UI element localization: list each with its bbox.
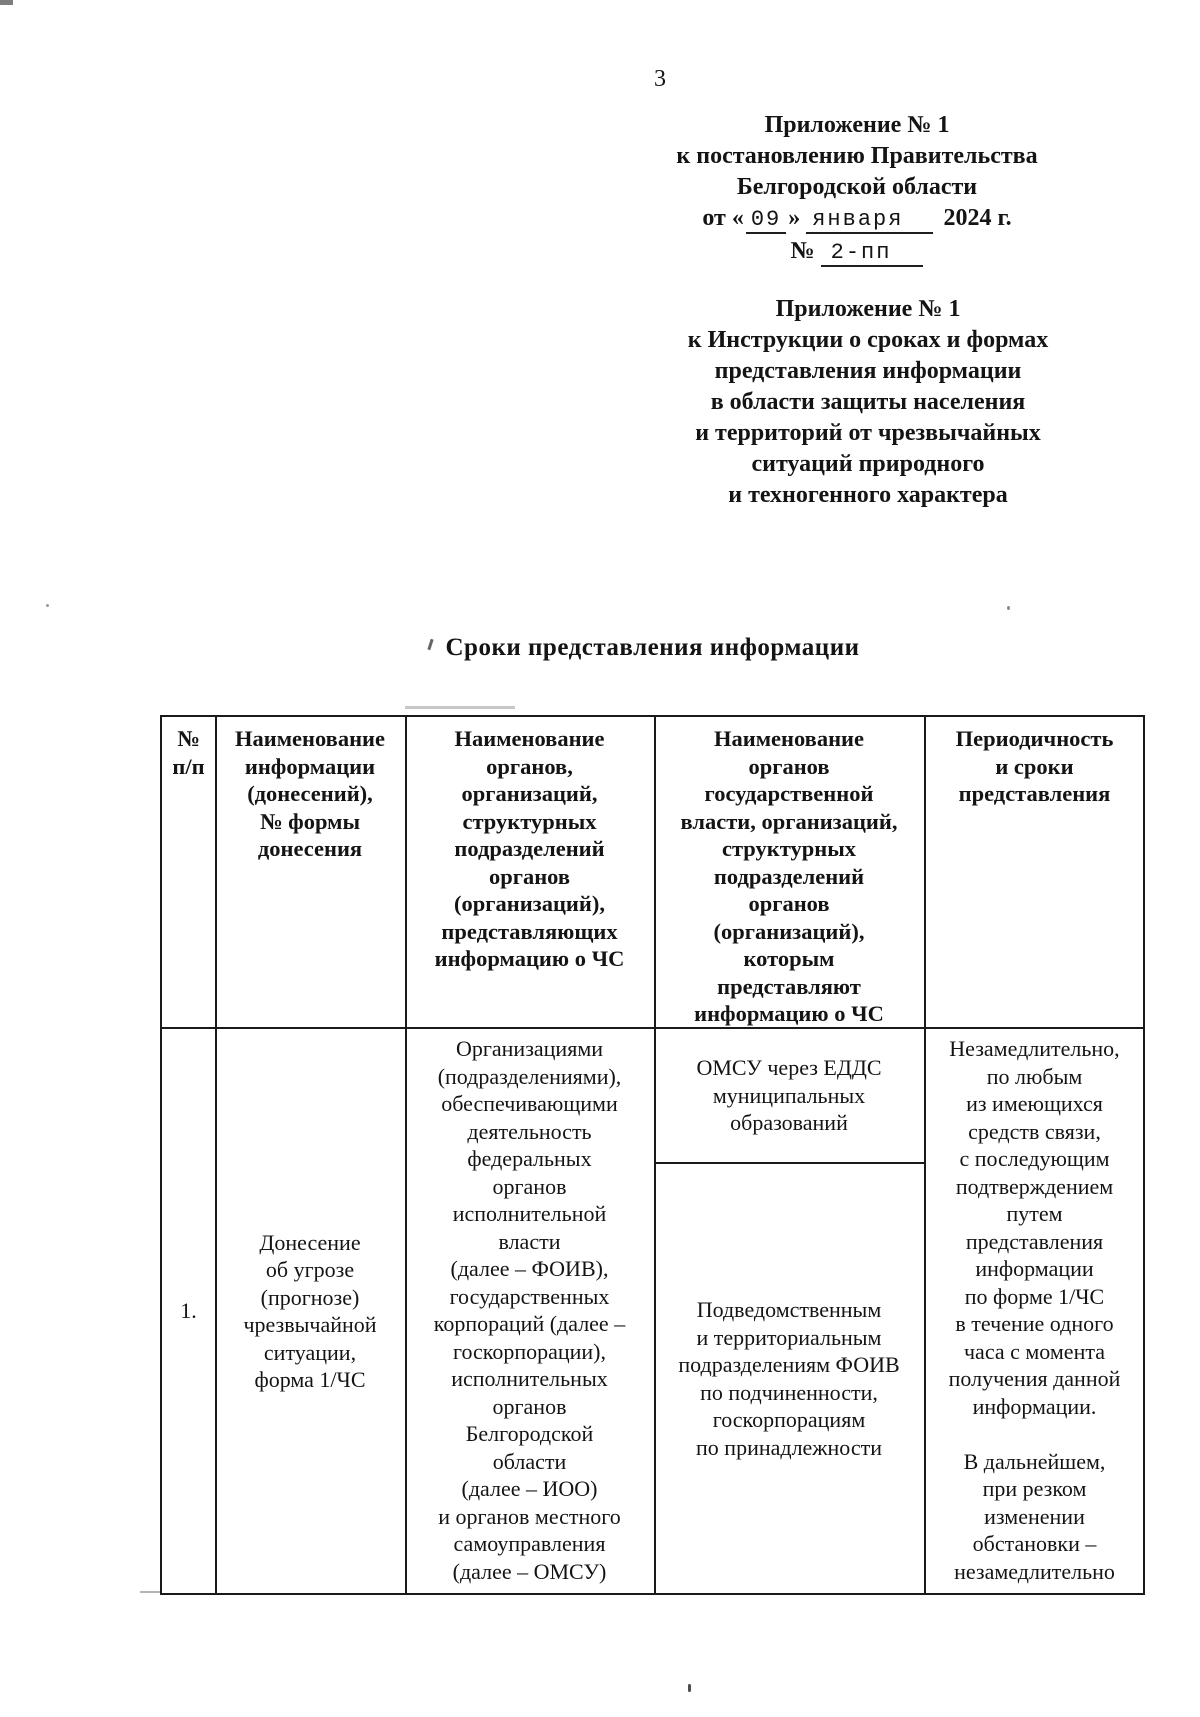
resolution-ref-line: к постановлению Правительства: [676, 143, 1038, 169]
header-col-num: № п/п: [172, 726, 205, 779]
scan-line-fragment: [140, 1591, 160, 1593]
date-day-value: 09: [745, 208, 787, 234]
header-col-periodicity: Периодичность и сроки представления: [955, 726, 1114, 806]
table-border-line: [405, 717, 407, 1593]
cell-providers: Организациями (подразделениями), обеспеч…: [433, 1036, 626, 1584]
cell-recipients-foiv: Подведомственным и территориальным подра…: [678, 1297, 900, 1460]
cell-info-name: Донесение об угрозе (прогнозе) чрезвычай…: [243, 1229, 377, 1393]
table-border-line: [215, 717, 217, 1593]
header-col-providers: Наименование органов, организаций, струк…: [434, 726, 625, 971]
table-title: Сроки представления информации: [445, 634, 860, 661]
scan-dot-right: [1007, 606, 1010, 610]
resolution-number-value: 2-пп: [820, 241, 924, 267]
appendix-ref-instruction: Приложение № 1 к Инструкции о сроках и ф…: [687, 296, 1049, 508]
header-col-info-name: Наименование информации (донесений), № ф…: [235, 726, 385, 861]
table-border-line: [654, 1162, 926, 1164]
page-number: 3: [654, 66, 666, 92]
resolution-date-line: от «09»января 2024 г.: [617, 203, 1097, 234]
numero-sign: №: [790, 238, 815, 264]
scan-dot-left: [46, 604, 49, 607]
cell-recipients-omsu: ОМСУ через ЕДДС муниципальных образовани…: [696, 1055, 882, 1136]
schedule-table: № п/п Наименование информации (донесений…: [160, 715, 1145, 1595]
appendix-title: Приложение № 1: [764, 112, 950, 138]
appendix-ref-resolution: Приложение № 1 к постановлению Правитель…: [617, 110, 1097, 267]
table-border-line: [162, 1027, 1143, 1029]
scan-artifact-bottom: [688, 1684, 691, 1692]
date-year: 2024 г.: [943, 205, 1012, 231]
scan-artifact-top-left: [0, 0, 13, 5]
date-close-quote: »: [788, 205, 801, 231]
cell-row-number: 1.: [180, 1298, 197, 1324]
cell-periodicity: Незамедлительно, по любым из имеющихся с…: [948, 1036, 1121, 1584]
scan-smudge: [405, 706, 515, 709]
resolution-region-line: Белгородской области: [736, 174, 978, 200]
header-col-recipients: Наименование органов государственной вла…: [680, 726, 898, 1026]
table-border-line: [924, 717, 926, 1593]
table-border-line: [654, 717, 656, 1593]
date-prefix: от «: [702, 205, 744, 231]
date-month-value: января: [806, 208, 934, 234]
